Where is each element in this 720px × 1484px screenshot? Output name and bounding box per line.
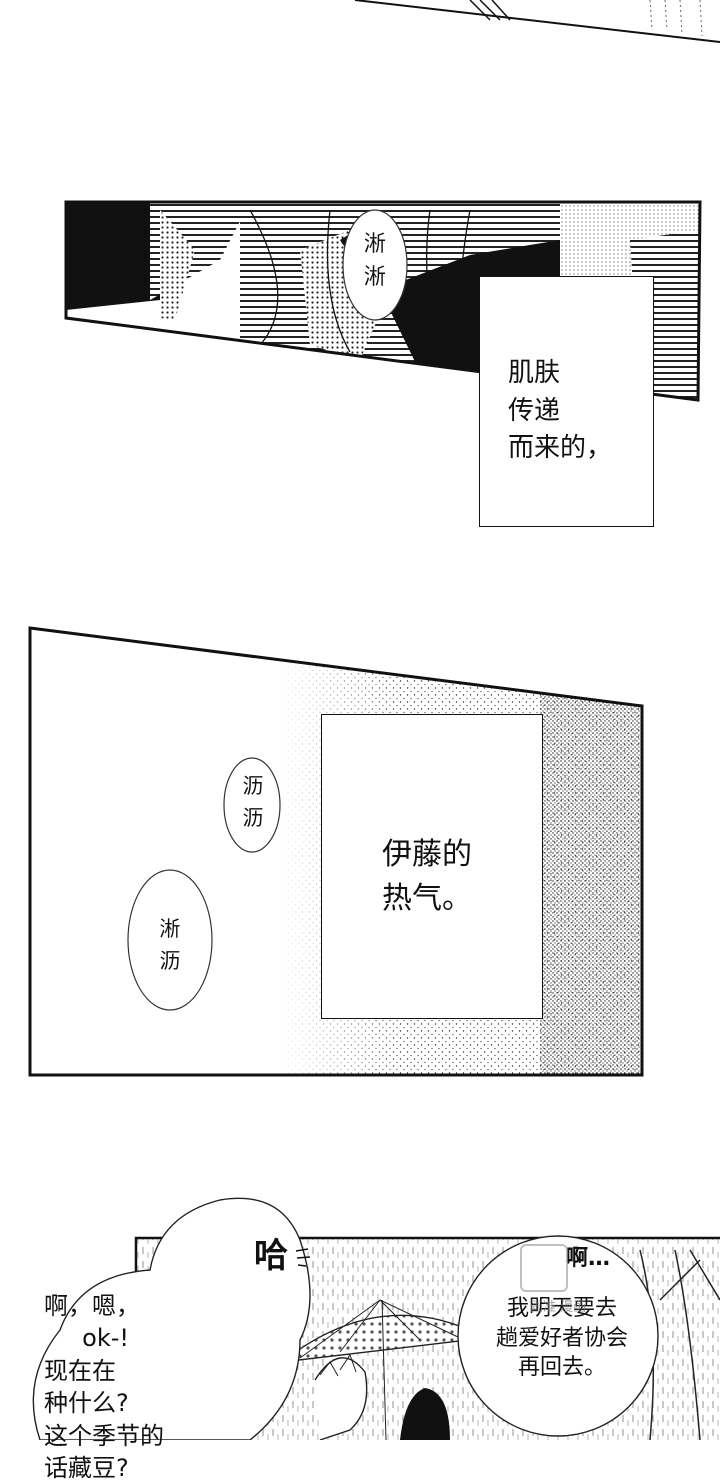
speech-bubble-right-exclaim: 啊…: [566, 1246, 611, 1271]
sfx-drip-2: 淅 沥: [159, 917, 181, 973]
laugh-sfx: 哈: [254, 1236, 288, 1276]
caption-box-1: 肌肤 传递 而来的，: [479, 276, 654, 527]
sfx-drip-1: 沥 沥: [242, 774, 264, 830]
caption-box-2: 伊藤的 热气。: [321, 714, 543, 1019]
top-fragment: [350, 0, 720, 43]
watermark-logo-icon: [520, 1244, 568, 1292]
caption-text-1: 肌肤 传递 而来的，: [508, 358, 613, 464]
sfx-rustle-1: 淅 淅: [363, 232, 386, 290]
speech-bubble-right: 我明天要去 趟爱好者协会 再回去。: [495, 1296, 628, 1381]
speech-bubble-left: 啊，嗯， ok-! 现在在 种什么? 这个季节的 话藏豆?: [44, 1292, 164, 1482]
watermark-text: 画准 漫画: [530, 1300, 587, 1315]
caption-text-2: 伊藤的 热气。: [382, 837, 472, 916]
watermark: 画准 漫画: [520, 1244, 640, 1315]
